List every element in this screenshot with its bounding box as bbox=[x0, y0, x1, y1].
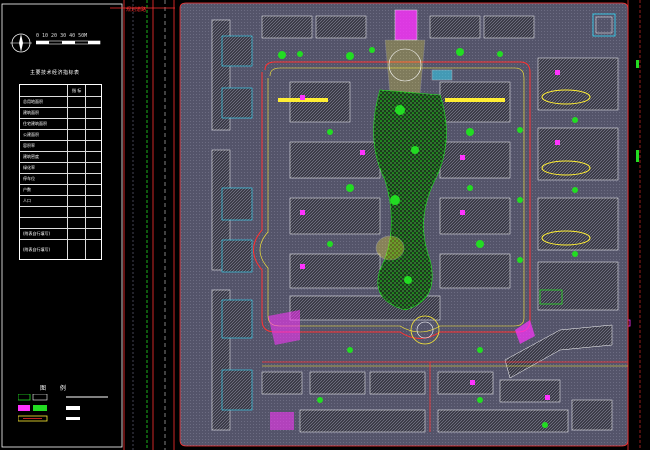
table-row-label: 公建面积 bbox=[23, 132, 39, 137]
ring-road bbox=[253, 61, 531, 339]
magenta-zone bbox=[268, 310, 300, 345]
table-row-label: 建筑密度 bbox=[23, 154, 39, 159]
north-buildings bbox=[261, 9, 616, 41]
table-row-label: 建筑面积 bbox=[23, 110, 39, 115]
residential-blocks-east bbox=[439, 81, 511, 289]
street-label: 规划道路 bbox=[126, 7, 147, 13]
table-row-label: 户数 bbox=[23, 187, 31, 192]
scale-bar: 0 10 20 30 40 50M bbox=[36, 33, 88, 39]
west-building-strip bbox=[211, 19, 253, 431]
table-row-label: 总用地面积 bbox=[23, 99, 43, 104]
info-panel: 0 10 20 30 40 50M 主要技术经济指标表 指 标 总用地面积 建筑… bbox=[0, 0, 124, 450]
table-row-label: 绿化率 bbox=[23, 165, 35, 170]
central-green bbox=[373, 89, 447, 311]
economic-indicator-table: 指 标 总用地面积 建筑面积 住宅建筑面积 公建面积 容积率 建筑密度 绿化率 … bbox=[19, 84, 102, 260]
table-note: (附表自行填写) bbox=[23, 247, 51, 252]
table-title: 主要技术经济指标表 bbox=[30, 70, 80, 76]
panel-frame bbox=[1, 3, 123, 448]
table-header-value: 指 标 bbox=[72, 88, 82, 93]
scale-bar-graphic bbox=[36, 40, 101, 45]
pond bbox=[375, 235, 405, 261]
table-row-label: 容积率 bbox=[23, 143, 35, 148]
east-villa-blocks bbox=[537, 57, 619, 311]
roundabout bbox=[410, 315, 440, 345]
north-arrow-icon bbox=[8, 30, 34, 60]
table-row-label: 停车位 bbox=[23, 176, 35, 181]
tree-clusters bbox=[278, 47, 578, 428]
table-note: (附表自行填写) bbox=[23, 231, 51, 236]
table-row-label: 人口 bbox=[23, 198, 31, 203]
magenta-markers bbox=[300, 70, 560, 400]
table-row-label: 住宅建筑面积 bbox=[23, 121, 47, 126]
legend-title: 图 例 bbox=[40, 385, 72, 392]
legend-swatches bbox=[18, 394, 108, 422]
